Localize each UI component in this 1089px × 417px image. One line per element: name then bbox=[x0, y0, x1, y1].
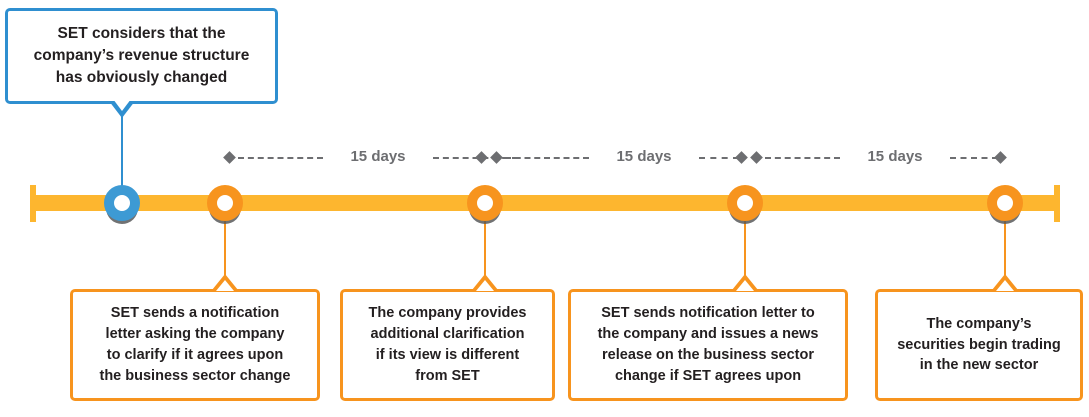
step-box-3: SET sends notification letter to the com… bbox=[568, 289, 848, 401]
step-tail-inner-2 bbox=[476, 280, 494, 291]
step-tail-inner-3 bbox=[736, 280, 754, 291]
step-text-3: SET sends notification letter to the com… bbox=[597, 305, 819, 384]
duration-label-3: 15 days bbox=[867, 148, 923, 165]
timeline-node-1[interactable] bbox=[104, 185, 140, 224]
step-text-4: The company’s securities begin trading i… bbox=[897, 315, 1061, 374]
ruler-dash-right-3 bbox=[950, 157, 998, 159]
timeline-node-5[interactable] bbox=[987, 185, 1023, 224]
timeline-bar bbox=[30, 195, 1060, 211]
top-callout-box: SET considers that the company’s revenue… bbox=[5, 8, 278, 104]
top-callout-connector-line bbox=[121, 115, 123, 205]
ruler-dash-left-2 bbox=[505, 157, 589, 159]
step-text-1: SET sends a notification letter asking t… bbox=[99, 305, 291, 384]
timeline-end-cap bbox=[1054, 185, 1060, 222]
step-tail-inner-1 bbox=[216, 280, 234, 291]
timeline-node-2[interactable] bbox=[207, 185, 243, 224]
step-text-2: The company provides additional clarific… bbox=[368, 305, 527, 384]
duration-label-1: 15 days bbox=[350, 148, 406, 165]
step-box-4: The company’s securities begin trading i… bbox=[875, 289, 1083, 401]
step-tail-inner-4 bbox=[996, 280, 1014, 291]
node-connector-3 bbox=[744, 214, 746, 289]
top-callout-tail-inner bbox=[113, 99, 131, 111]
ruler-diamond-icon bbox=[750, 151, 763, 164]
node-connector-4 bbox=[1004, 214, 1006, 289]
ruler-diamond-icon bbox=[490, 151, 503, 164]
node-ring-icon bbox=[727, 185, 763, 221]
node-ring-icon bbox=[467, 185, 503, 221]
duration-label-2: 15 days bbox=[616, 148, 672, 165]
ruler-dash-left-1 bbox=[238, 157, 323, 159]
node-ring-icon bbox=[104, 185, 140, 221]
duration-ruler: 15 days 15 days 15 days bbox=[0, 148, 1089, 170]
timeline-node-3[interactable] bbox=[467, 185, 503, 224]
step-box-2: The company provides additional clarific… bbox=[340, 289, 555, 401]
timeline-start-cap bbox=[30, 185, 36, 222]
node-connector-2 bbox=[484, 214, 486, 289]
ruler-dash-right-2 bbox=[699, 157, 739, 159]
ruler-diamond-icon bbox=[735, 151, 748, 164]
top-callout-text: SET considers that the company’s revenue… bbox=[33, 25, 250, 86]
ruler-diamond-icon bbox=[994, 151, 1007, 164]
node-connector-1 bbox=[224, 214, 226, 289]
node-ring-icon bbox=[207, 185, 243, 221]
node-ring-icon bbox=[987, 185, 1023, 221]
ruler-diamond-icon bbox=[223, 151, 236, 164]
ruler-diamond-icon bbox=[475, 151, 488, 164]
step-box-1: SET sends a notification letter asking t… bbox=[70, 289, 320, 401]
ruler-dash-left-3 bbox=[765, 157, 840, 159]
timeline-node-4[interactable] bbox=[727, 185, 763, 224]
